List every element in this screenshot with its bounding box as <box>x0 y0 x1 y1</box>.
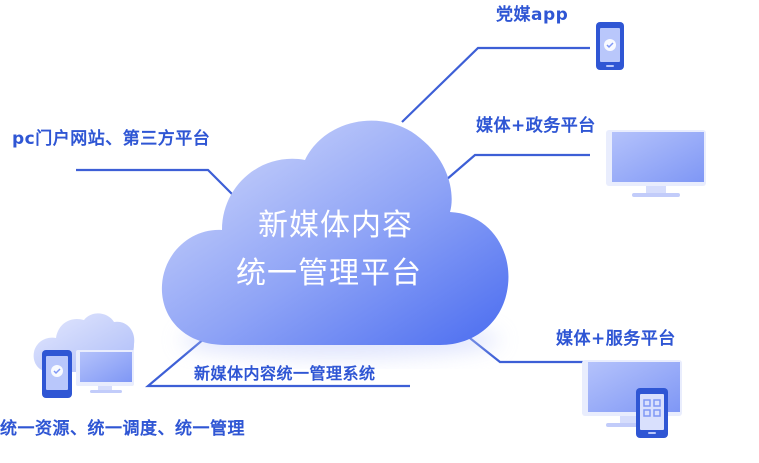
label-unified-management: 统一资源、统一调度、统一管理 <box>0 419 245 439</box>
cloud-title-line1: 新媒体内容 <box>258 208 413 243</box>
label-party-app: 党媒app <box>496 5 569 25</box>
monitor-icon <box>606 130 706 197</box>
line-party-app <box>401 46 590 123</box>
line-gov <box>445 153 590 181</box>
phone-icon <box>42 350 72 398</box>
label-service-platform: 媒体+服务平台 <box>556 329 676 349</box>
label-pc-portal: pc门户网站、第三方平台 <box>12 129 211 149</box>
phone-icon <box>596 22 624 70</box>
cloud-title-line2: 统一管理平台 <box>236 256 422 291</box>
label-gov-platform: 媒体+政务平台 <box>476 116 596 136</box>
cloud-icon <box>161 120 509 345</box>
qr-code-icon <box>643 399 661 417</box>
monitor-icon <box>76 350 134 393</box>
line-system <box>144 337 410 388</box>
line-pc-portal <box>76 168 234 196</box>
label-system-name: 新媒体内容统一管理系统 <box>194 364 376 383</box>
phone-icon <box>636 388 668 438</box>
